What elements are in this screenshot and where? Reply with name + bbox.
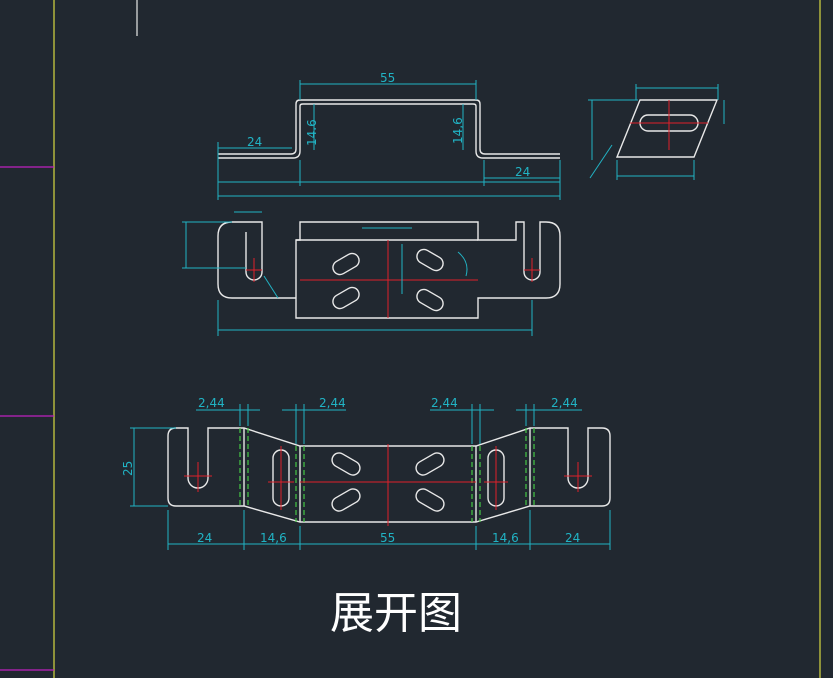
dim-bend-4: 2,44: [551, 396, 578, 410]
plan-view-outline: [217, 221, 561, 319]
dim-left-flange-flat: 24: [197, 531, 212, 545]
flat-pattern-dimlines: [130, 404, 611, 550]
flat-pattern-bendlines: [239, 428, 535, 522]
dim-bend-3: 2,44: [431, 396, 458, 410]
front-view-outline-inner: [218, 103, 560, 159]
dim-left-bend-flat: 14,6: [260, 531, 287, 545]
front-view-outline-outer: [218, 99, 560, 155]
plan-view: [182, 211, 561, 336]
dim-bend-2: 2,44: [319, 396, 346, 410]
dim-right-flange: 24: [515, 165, 530, 179]
dim-left-height: 14.6: [305, 119, 319, 146]
flat-pattern-outline: [167, 427, 611, 523]
dim-left-flange: 24: [247, 135, 262, 149]
drawing-title: 展开图: [330, 588, 462, 639]
dim-right-height: 14,6: [451, 117, 465, 144]
dim-right-flange-flat: 24: [565, 531, 580, 545]
dim-height: 25: [121, 461, 135, 476]
dim-middle-flat: 55: [380, 531, 395, 545]
flat-pattern: [130, 404, 611, 550]
front-view: [218, 99, 560, 159]
dim-top-width: 55: [380, 71, 395, 85]
dim-bend-1: 2,44: [198, 396, 225, 410]
side-view-outline: [615, 99, 719, 158]
plan-view-slots: [332, 248, 444, 312]
side-view: [588, 84, 725, 180]
dim-right-bend-flat: 14,6: [492, 531, 519, 545]
front-view-dims: [217, 80, 561, 200]
